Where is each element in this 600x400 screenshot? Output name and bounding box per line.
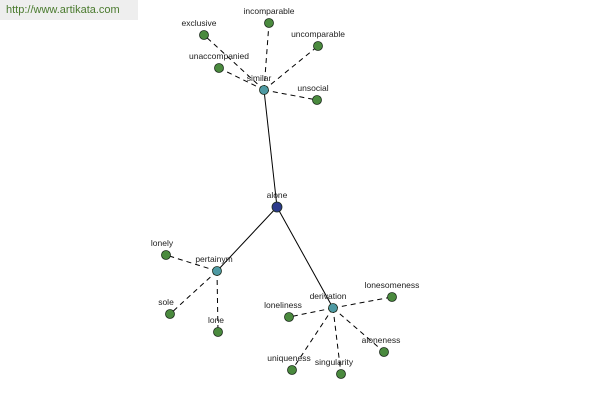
node-alone-label: alone xyxy=(267,190,288,200)
node-exclusive-label: exclusive xyxy=(182,18,217,28)
edge-similar-exclusive xyxy=(203,34,265,91)
node-lone-label: lone xyxy=(208,315,224,325)
node-similar-dot[interactable] xyxy=(259,85,269,95)
node-loneliness-dot[interactable] xyxy=(284,312,294,322)
nodes-layer: exclusive incomparable uncomparable unaccom… xyxy=(151,6,420,379)
node-unaccompanied[interactable]: unaccompanied xyxy=(189,51,249,73)
node-aloneness-label: aloneness xyxy=(362,335,401,345)
node-incomparable-dot[interactable] xyxy=(264,18,274,28)
edge-alone-pertainym xyxy=(216,206,278,272)
node-uncomparable[interactable]: uncomparable xyxy=(291,29,345,51)
node-uncomparable-dot[interactable] xyxy=(313,41,323,51)
edge-derivation-singularity xyxy=(332,307,342,375)
edge-derivation-lonesomeness xyxy=(332,296,393,309)
node-incomparable[interactable]: incomparable xyxy=(243,6,295,28)
watermark-link[interactable]: http://www.artikata.com xyxy=(0,0,138,20)
edge-pertainym-lone xyxy=(216,270,219,333)
node-sole[interactable]: sole xyxy=(158,297,175,319)
node-alone-dot[interactable] xyxy=(271,201,283,213)
node-lonely-label: lonely xyxy=(151,238,174,248)
node-unaccompanied-label: unaccompanied xyxy=(189,51,249,61)
node-lonesomeness-dot[interactable] xyxy=(387,292,397,302)
node-lonesomeness[interactable]: lonesomeness xyxy=(365,280,420,302)
node-similar[interactable]: similar xyxy=(247,73,272,95)
edge-alone-derivation xyxy=(276,206,334,309)
node-unsocial[interactable]: unsocial xyxy=(297,83,329,105)
node-derivation-label: derivation xyxy=(310,291,347,301)
edge-derivation-uniqueness xyxy=(291,307,334,371)
edge-similar-incomparable xyxy=(263,22,270,91)
node-singularity-label: singularity xyxy=(315,357,354,367)
node-singularity-dot[interactable] xyxy=(336,369,346,379)
edge-similar-uncomparable xyxy=(263,45,319,91)
node-lone[interactable]: lone xyxy=(208,315,224,337)
node-pertainym-dot[interactable] xyxy=(212,266,222,276)
node-pertainym[interactable]: pertainym xyxy=(195,254,233,276)
edge-pertainym-sole xyxy=(169,270,218,315)
node-sole-label: sole xyxy=(158,297,174,307)
node-exclusive-dot[interactable] xyxy=(199,30,209,40)
node-uniqueness-label: uniqueness xyxy=(267,353,310,363)
node-derivation[interactable]: derivation xyxy=(310,291,347,313)
node-uncomparable-label: uncomparable xyxy=(291,29,345,39)
node-lonesomeness-label: lonesomeness xyxy=(365,280,420,290)
edge-derivation-aloneness xyxy=(332,307,385,353)
node-aloneness-dot[interactable] xyxy=(379,347,389,357)
node-unsocial-dot[interactable] xyxy=(312,95,322,105)
node-unsocial-label: unsocial xyxy=(297,83,328,93)
node-derivation-dot[interactable] xyxy=(328,303,338,313)
node-incomparable-label: incomparable xyxy=(243,6,294,16)
node-alone[interactable]: alone xyxy=(267,190,288,213)
node-loneliness[interactable]: loneliness xyxy=(264,300,302,322)
node-pertainym-label: pertainym xyxy=(195,254,232,264)
node-uniqueness-dot[interactable] xyxy=(287,365,297,375)
node-similar-label: similar xyxy=(247,73,272,83)
node-loneliness-label: loneliness xyxy=(264,300,302,310)
node-lonely[interactable]: lonely xyxy=(151,238,174,260)
edge-derivation-loneliness xyxy=(288,307,334,318)
node-unaccompanied-dot[interactable] xyxy=(214,63,224,73)
node-singularity[interactable]: singularity xyxy=(315,357,354,379)
node-aloneness[interactable]: aloneness xyxy=(362,335,401,357)
node-uniqueness[interactable]: uniqueness xyxy=(267,353,311,375)
edge-alone-similar xyxy=(263,89,278,208)
node-lonely-dot[interactable] xyxy=(161,250,171,260)
node-lone-dot[interactable] xyxy=(213,327,223,337)
edges-layer xyxy=(165,22,393,375)
node-sole-dot[interactable] xyxy=(165,309,175,319)
node-exclusive[interactable]: exclusive xyxy=(182,18,217,40)
